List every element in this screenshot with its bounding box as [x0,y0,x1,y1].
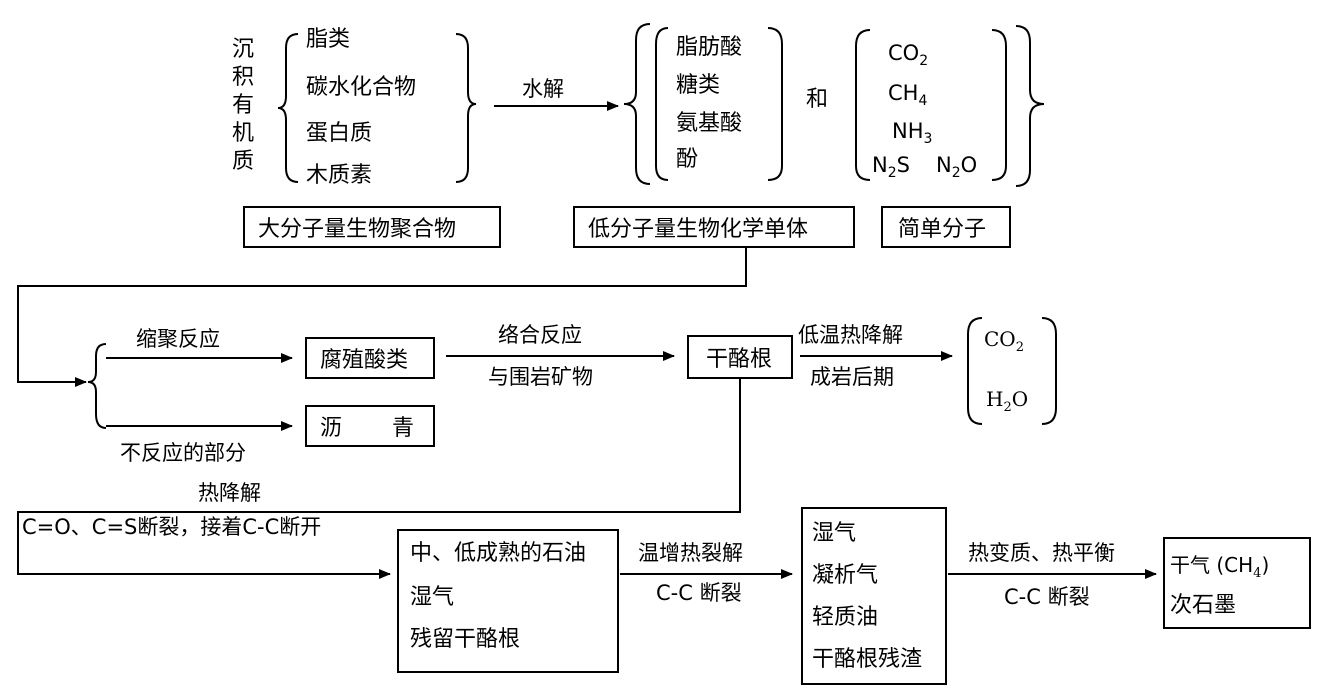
gases-left-bracket [967,317,983,425]
stage2-item: 凝析气 [812,563,878,588]
asphalt-label-b: 青 [392,416,414,441]
monomer-item: 氨基酸 [676,111,742,136]
sediment-char: 沉 [232,37,254,62]
graphite-label: 次石墨 [1170,593,1236,618]
monomer-item: 糖类 [676,73,720,98]
formula-n2s: N2S [872,153,910,181]
stage1-item: 中、低成熟的石油 [410,541,586,566]
organics-right-brace [455,33,477,183]
macro-polymer-label: 大分子量生物聚合物 [258,217,456,242]
reaction-split-brace [87,343,107,429]
stage2-box [801,507,947,685]
bond-break-label: C=O、C=S断裂，接着C-C断开 [22,515,321,539]
metamorphism-bottom-label: C-C 断裂 [1004,585,1090,609]
unreacted-label: 不反应的部分 [120,441,246,465]
formula-h2o-out: H2O [986,387,1028,415]
gases-right-bracket [1041,317,1057,425]
sediment-char: 有 [232,93,254,118]
stage2-list: 湿气 凝析气 轻质油 干酪根残渣 [812,521,922,672]
simple-left-bracket [855,29,871,181]
monomer-to-reactions-connector [17,247,747,387]
organics-list: 脂类 碳水化合物 蛋白质 木质素 [306,27,416,188]
sediment-char: 机 [232,121,254,146]
kerogen-label: 干酪根 [706,347,772,372]
humic-acid-label: 腐殖酸类 [320,348,408,373]
simple-molecule-box [881,206,1011,248]
kerogen-to-stage1-connector [17,378,741,579]
organics-item: 碳水化合物 [306,75,416,100]
stage1-box [397,529,619,673]
monomers-outer-brace [623,23,651,185]
complexation-bottom-label: 与围岩矿物 [488,365,593,389]
formula-ch4: CH4 [888,81,927,109]
thermal-degradation-label: 热降解 [198,481,261,505]
macro-polymer-box [243,206,501,248]
metamorphism-top-label: 热变质、热平衡 [968,541,1115,565]
simple-right-bracket [991,29,1007,181]
monomer-box [573,206,855,248]
low-temp-bottom-label: 成岩后期 [810,365,894,389]
simple-molecules-list: CO2 CH4 NH3 N2S N2O [872,41,977,181]
monomer-box-label: 低分子量生物化学单体 [588,217,808,242]
dry-gas-label: 干气 (CH4) [1170,553,1269,581]
stage2-item: 湿气 [812,521,856,546]
monomer-item: 脂肪酸 [676,35,742,60]
and-label: 和 [806,87,828,112]
cracking-bottom-label: C-C 断裂 [656,581,742,605]
stage1-item: 湿气 [410,585,454,610]
stage1-list: 中、低成熟的石油 湿气 残留干酪根 [410,541,586,652]
low-temp-top-label: 低温热降解 [798,323,903,347]
stage2-item: 轻质油 [812,605,878,630]
formula-co2-out: CO2 [984,327,1024,355]
formula-co2: CO2 [888,41,928,69]
asphalt-label-a: 沥 [320,416,342,441]
cracking-top-label: 温增热裂解 [638,541,743,565]
sediment-char: 积 [232,65,254,90]
humic-acid-box [305,337,435,379]
monomers-list: 脂肪酸 糖类 氨基酸 酚 [676,35,742,172]
sediment-label: 沉 积 有 机 质 [232,37,254,174]
simple-outer-bracket [1015,25,1045,187]
condensation-label: 缩聚反应 [136,327,220,351]
final-product-box [1163,537,1311,629]
organics-left-brace [277,33,299,183]
hydrolysis-label: 水解 [522,77,564,101]
sediment-char: 质 [232,149,254,174]
simple-molecule-label: 简单分子 [898,217,986,242]
formula-nh3: NH3 [892,119,932,147]
organics-item: 蛋白质 [306,121,372,146]
monomers-inner-bracket [655,27,669,181]
stage1-item: 残留干酪根 [410,627,520,652]
formula-n2o: N2O [936,153,977,181]
stage2-item: 干酪根残渣 [812,647,922,672]
monomers-right-bracket [767,27,783,181]
asphalt-box [305,405,435,447]
organics-item: 脂类 [306,27,350,52]
complexation-top-label: 络合反应 [498,323,582,347]
monomer-item: 酚 [676,147,698,172]
organics-item: 木质素 [306,163,372,188]
